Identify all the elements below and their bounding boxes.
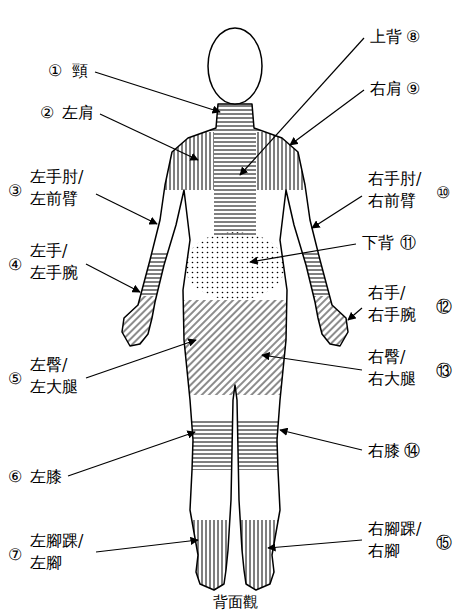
caption: 背面觀 <box>213 593 258 611</box>
part-label: 左手肘/ 左前臂 <box>30 166 83 209</box>
callout-number: ④ <box>8 254 22 276</box>
part-label: 左腳踝/ 左腳 <box>30 530 83 573</box>
part-label: 頸 <box>72 60 88 82</box>
part-label: 上背 <box>370 26 402 48</box>
callout-number: ③ <box>8 180 22 202</box>
part-label: 左臀/ 左大腿 <box>30 354 78 397</box>
callout-number: ⑨ <box>406 78 420 100</box>
leader-lines <box>68 38 364 552</box>
callout-number: ⑩ <box>436 182 450 204</box>
callout-number: ⑬ <box>436 360 452 382</box>
body-outline <box>122 104 348 590</box>
part-label: 右臀/ 右大腿 <box>368 346 416 389</box>
callout-number: ⑧ <box>406 26 420 48</box>
part-label: 右膝 <box>368 440 400 462</box>
callout-number: ⑥ <box>8 466 22 488</box>
head <box>208 28 262 104</box>
callout-number: ⑦ <box>8 544 22 566</box>
part-label: 左手/ 左手腕 <box>30 240 78 283</box>
callout-number: ② <box>40 102 54 124</box>
callout-number: ① <box>48 60 62 82</box>
part-label: 左膝 <box>30 466 62 488</box>
part-label: 右手肘/ 右前臂 <box>368 168 421 211</box>
callout-number: ⑭ <box>404 440 420 462</box>
part-label: 左肩 <box>62 102 94 124</box>
body-outline <box>122 104 348 590</box>
callout-number: ⑤ <box>8 368 22 390</box>
part-label: 下背 <box>362 232 394 254</box>
part-label: 右手/ 右手腕 <box>368 282 416 325</box>
part-label: 右肩 <box>370 78 402 100</box>
body-shading <box>115 100 355 595</box>
callout-number: ⑪ <box>400 232 416 254</box>
part-label: 右腳踝/ 右腳 <box>368 518 421 561</box>
callout-number: ⑮ <box>436 532 452 554</box>
callout-number: ⑫ <box>436 296 452 318</box>
